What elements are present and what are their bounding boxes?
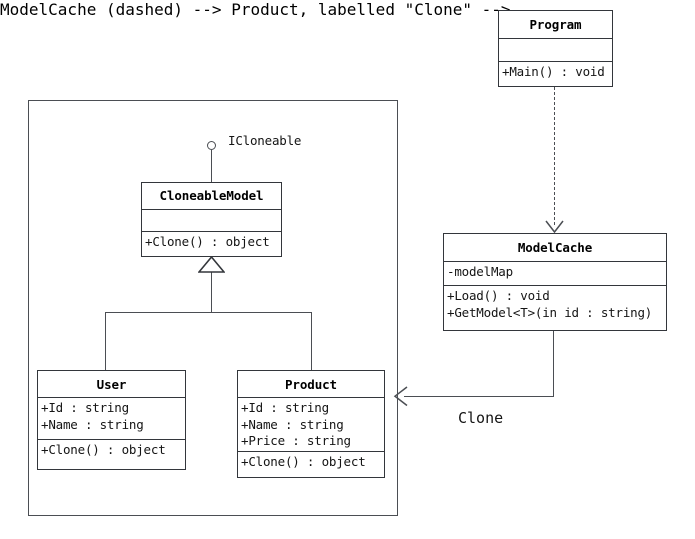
lollipop-stem-line [211, 150, 212, 182]
class-attributes-modelcache: -modelMap [444, 261, 666, 285]
class-attributes-user: +Id : string +Name : string [38, 397, 185, 439]
operation-row: +Load() : void [447, 288, 550, 303]
attribute-row: +Id : string [241, 400, 329, 415]
operation-row: +Clone() : object [41, 442, 166, 457]
attribute-row: -modelMap [447, 264, 513, 279]
class-box-modelcache[interactable]: ModelCache -modelMap +Load() : void +Get… [443, 233, 667, 331]
generalization-drop-line-user [105, 312, 106, 370]
class-name-user: User [96, 376, 127, 392]
class-name-program: Program [529, 17, 582, 33]
class-name-cloneablemodel: CloneableModel [159, 188, 264, 204]
class-attributes-program [499, 38, 612, 60]
class-box-user[interactable]: User +Id : string +Name : string +Clone(… [37, 370, 186, 470]
dependency-line-program-to-modelcache [554, 87, 555, 225]
class-box-program[interactable]: Program +Main() : void [498, 10, 613, 87]
operation-row: +GetModel<T>(in id : string) [447, 304, 653, 320]
edge-label-clone: Clone [458, 409, 504, 427]
class-attributes-product: +Id : string +Name : string +Price : str… [238, 397, 384, 451]
generalization-bus-line [105, 312, 312, 313]
attribute-row: +Price : string [241, 433, 351, 448]
dependency-arrowhead-open-down [545, 220, 564, 234]
class-name-modelcache: ModelCache [517, 240, 593, 255]
model-group-frame [28, 100, 398, 516]
class-operations-cloneablemodel: +Clone() : object [142, 230, 281, 256]
operation-row: +Clone() : object [145, 233, 270, 249]
class-operations-product: +Clone() : object [238, 451, 384, 477]
class-name-product: Product [285, 376, 337, 392]
class-operations-modelcache: +Load() : void +GetModel<T>(in id : stri… [444, 285, 666, 330]
class-operations-user: +Clone() : object [38, 439, 185, 465]
generalization-drop-line-product [311, 312, 312, 370]
attribute-row: +Id : string [41, 400, 129, 415]
generalization-triangle-icon [198, 256, 225, 273]
interface-label-icloneable: ICloneable [228, 133, 302, 148]
attribute-row: +Name : string [41, 416, 144, 432]
operation-row: +Clone() : object [241, 454, 366, 469]
provided-interface-lollipop-icon [207, 141, 216, 150]
attribute-row: +Name : string [241, 416, 344, 432]
class-operations-program: +Main() : void [499, 60, 612, 86]
association-line-modelcache-vertical [553, 331, 554, 396]
operation-row: +Main() : void [502, 63, 605, 79]
generalization-stem-line [211, 272, 212, 313]
class-box-product[interactable]: Product +Id : string +Name : string +Pri… [237, 370, 385, 478]
association-line-modelcache-horizontal [404, 396, 554, 397]
class-box-cloneablemodel[interactable]: CloneableModel +Clone() : object [141, 182, 282, 257]
class-attributes-cloneablemodel [142, 208, 281, 231]
association-arrowhead-open-left [393, 386, 408, 407]
